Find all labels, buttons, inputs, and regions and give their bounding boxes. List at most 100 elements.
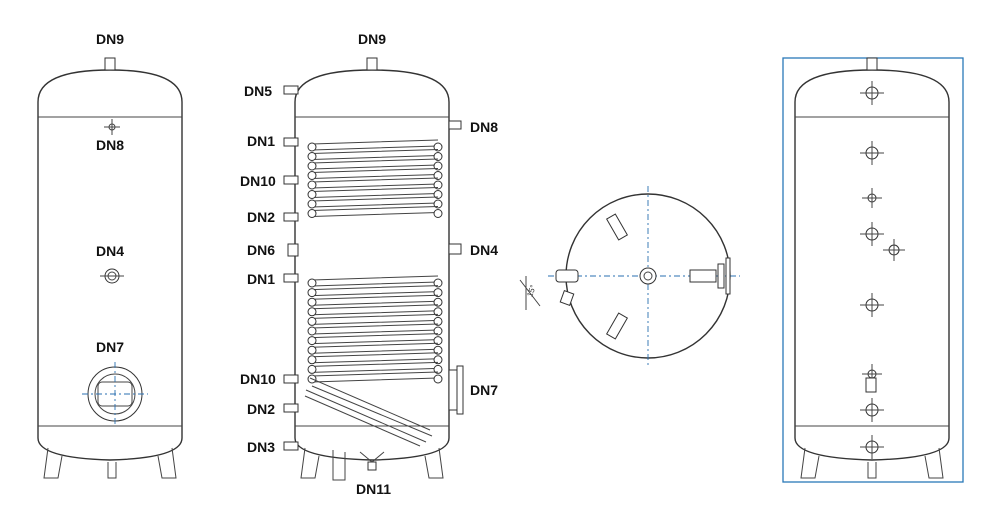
coil-tube-section [433,180,443,190]
side-view-port-crosshair [860,141,884,165]
coil-turn [311,139,439,151]
coil-tube-section [433,278,443,288]
coil-tube-section [307,171,317,180]
coil-turn [311,313,439,325]
coil-tube-section [307,180,317,190]
section-view-top-nozzle [366,57,378,71]
coil-tube-section [433,345,443,355]
coil-turn [311,149,439,160]
coil-tube-section [433,355,443,365]
coil-turn [311,187,439,198]
coil-turn [311,304,439,316]
coil-turn [311,196,439,208]
coil-tube-section [307,288,317,298]
side-view-legs [800,447,944,479]
coil-tube-section [433,364,443,374]
side-view-port-crosshair [860,435,884,459]
section-view-dn8-label: DN8 [470,119,498,135]
coil-tube-section [433,316,443,326]
coil-tube-section [307,190,317,199]
plan-view: 15° [519,186,740,366]
section-view-dn10-lower-label: DN10 [240,371,276,387]
coil-turn [311,342,439,354]
side-view-top-nozzle [866,57,878,71]
front-view-dn7-manhole [82,362,148,426]
lower-heat-exchanger-coil [307,275,443,384]
section-view-dn2-lower-label: DN2 [247,401,275,417]
section-view-left-connections [283,85,299,451]
plan-view-angle-dimension [519,276,541,310]
coil-turn [311,361,439,373]
plan-view-center-port [639,267,657,285]
coil-turn [311,285,439,297]
coil-turn [311,275,439,287]
coil-tube-section [433,326,443,336]
front-view-dn9-label: DN9 [96,31,124,47]
side-view-port-crosshair [862,188,882,208]
side-view-port-crosshair [883,239,905,261]
coil-tube-section [433,336,443,346]
plan-view-nozzles [555,213,731,340]
coil-turn [311,158,439,170]
coil-turn [311,323,439,335]
side-view-port-crosshair [860,222,884,246]
coil-tube-section [433,161,443,171]
section-view-dn1-lower-label: DN1 [247,271,275,287]
coil-tube-section [307,142,317,152]
coil-tube-section [433,199,443,209]
coil-tube-section [307,316,317,326]
coil-tube-section [433,142,443,152]
coil-tube-section [307,278,317,288]
coil-turn [311,371,439,383]
coil-turn [311,206,439,217]
coil-tube-section [433,307,443,317]
coil-tube-section [433,374,443,384]
front-view-dn4-label: DN4 [96,243,124,259]
side-view [782,57,964,483]
coil-tube-section [307,345,317,355]
section-view-dn4-label: DN4 [470,242,498,258]
section-view-dn10-upper-label: DN10 [240,173,276,189]
coil-tube-section [307,364,317,374]
coil-tube-section [307,152,317,161]
front-view-shell [37,69,183,461]
side-view-shell [794,69,950,461]
side-view-port-crosshair [860,398,884,422]
coil-tube-section [307,161,317,171]
section-view-dn3-label: DN3 [247,439,275,455]
section-view-dn11-label: DN11 [356,481,391,497]
front-view-dn7-label: DN7 [96,339,124,355]
coil-turn [311,177,439,189]
coil-tube-section [307,297,317,307]
side-view-port-crosshair [860,293,884,317]
section-view-legs [300,447,444,481]
section-view-right-connections [448,120,464,415]
coil-tube-section [433,297,443,307]
front-view-legs [43,447,177,479]
front-view: DN9 DN8 DN4 DN7 [37,31,183,479]
front-view-dn8-label: DN8 [96,137,124,153]
coil-turn [311,352,439,364]
coil-tube-section [433,190,443,199]
coil-tube-section [433,152,443,161]
coil-tube-section [307,355,317,365]
section-view-dn6-label: DN6 [247,242,275,258]
coil-tube-section [433,288,443,298]
front-view-top-nozzle [104,57,116,71]
upper-heat-exchanger-coil [307,139,443,218]
coil-tube-section [307,336,317,346]
section-view-dn2-upper-label: DN2 [247,209,275,225]
section-view-dn5-label: DN5 [244,83,272,99]
coil-tube-section [433,171,443,180]
side-view-ports [860,81,905,459]
section-view: DN9 DN5 DN8 DN1 DN10 DN2 DN6 DN4 DN1 DN1… [240,31,498,497]
side-view-port-crosshair [860,81,884,105]
coil-tube-section [433,209,443,218]
coil-tube-section [307,307,317,317]
coil-tube-section [307,199,317,209]
coil-turn [311,294,439,306]
coil-turn [311,333,439,345]
coil-turn [311,168,439,179]
section-view-dn9-label: DN9 [358,31,386,47]
